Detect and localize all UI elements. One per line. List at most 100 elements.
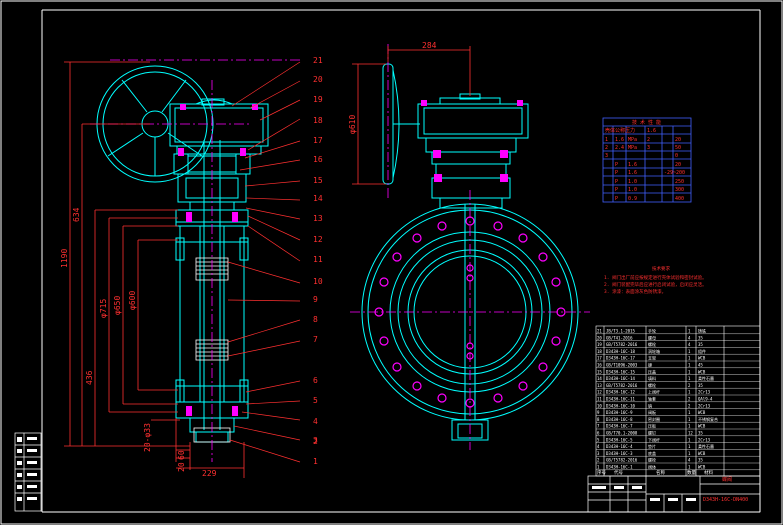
parts-cell: 手轮 (648, 328, 656, 334)
parts-cell: 45 (698, 363, 703, 368)
dim-upper-height: 634 (72, 207, 81, 222)
spec-r7c2: 1.0 (628, 187, 637, 193)
parts-cell: D343H-16C-18 (606, 349, 635, 354)
front-view[interactable] (90, 59, 300, 462)
parts-cell: 13 (597, 383, 602, 388)
spec-r2c1: 2.4 (615, 145, 624, 151)
parts-cell: 2 (688, 403, 691, 408)
parts-cell: 4 (597, 444, 600, 449)
parts-cell: 1 (688, 329, 691, 334)
parts-cell: 1 (688, 363, 691, 368)
spec-r4c1: P (615, 162, 618, 168)
parts-cell: 密封圈 (648, 416, 660, 422)
title-block[interactable]: 蝶阀 D343H-16C-DN400 (587, 475, 761, 513)
parts-cell: 轴套 (648, 396, 656, 402)
parts-cell: 1 (688, 417, 691, 422)
flange-bolt-holes (374, 216, 566, 408)
parts-cell: WCB (698, 451, 706, 456)
title-block-mark-2 (614, 486, 624, 489)
notes-line-1: 1. 阀门出厂前应按规定进行壳体试验和密封试验。 (604, 274, 707, 281)
spec-r2c5: 50 (675, 145, 681, 151)
parts-cell: D343H-16C-3 (606, 451, 633, 456)
spec-table[interactable]: 技 术 性 能 壳体 公称压力 1.6 1 1.6 MPa 2 20 2 2.4… (602, 117, 692, 203)
revision-strip (14, 432, 42, 512)
side-centerlines (350, 44, 590, 450)
parts-cell: 35 (698, 383, 703, 388)
parts-cell: 螺栓 (648, 457, 656, 463)
parts-cell: 2Cr13 (698, 403, 711, 408)
parts-cell: 1 (688, 349, 691, 354)
parts-cell: 上阀杆 (648, 389, 660, 395)
side-handwheel (382, 63, 529, 209)
spec-r7c5: 300 (675, 187, 684, 193)
technical-notes: 技术要求 1. 阀门出厂前应按规定进行壳体试验和密封试验。 2. 阀门装配完毕后… (604, 265, 707, 295)
spec-r7c1: P (615, 187, 618, 193)
parts-cell: WCB (698, 465, 706, 470)
parts-cell: WCB (698, 410, 706, 415)
spec-table-title: 技 术 性 能 (632, 119, 661, 126)
parts-header-mat: 材料 (704, 469, 713, 476)
parts-cell: D343H-16C-7 (606, 424, 633, 429)
parts-cell: 2 (688, 383, 691, 388)
dim-small-1: 60 (177, 450, 186, 460)
parts-cell: 4 (688, 342, 691, 347)
parts-cell: 螺母 (648, 334, 656, 340)
balloon-12: 12 (313, 235, 323, 244)
title-block-mark-4 (650, 498, 660, 501)
parts-cell: D343H-16C-10 (606, 403, 635, 408)
parts-cell: 3 (597, 451, 600, 456)
side-dimension-labels: 284 φ610 (348, 41, 437, 134)
spec-r8c2: 0.9 (628, 196, 637, 202)
title-block-drawing-number: D343H-16C-DN400 (703, 497, 748, 503)
dim-face-width: 229 (202, 469, 217, 478)
side-dimensions (352, 46, 471, 185)
balloon-1: 1 (313, 457, 318, 466)
parts-cell: 下阀杆 (648, 436, 660, 442)
parts-cell: GB/T70.1-2008 (606, 431, 638, 436)
parts-cell: 1 (688, 424, 691, 429)
side-bolts (421, 100, 523, 182)
balloon-9: 9 (313, 295, 318, 304)
notes-title: 技术要求 (652, 265, 670, 272)
notes-line-2: 2. 阀门装配完毕后应进行启闭试验，启闭应灵活。 (604, 281, 707, 288)
parts-cell: D343H-16C-4 (606, 444, 633, 449)
spec-r5c1: P (615, 170, 618, 176)
parts-cell: 压盖 (648, 368, 656, 374)
balloon-6: 6 (313, 376, 318, 385)
dim-bolt-circle: φ650 (113, 296, 122, 315)
parts-cell: WCB (698, 369, 706, 374)
parts-cell: 19 (597, 342, 602, 347)
balloon-5: 5 (313, 396, 318, 405)
parts-cell: GB/T1096-2003 (606, 363, 638, 368)
parts-cell: GB/T5782-2016 (606, 383, 638, 388)
parts-cell: 11 (597, 397, 602, 402)
parts-cell: D343H-16C-11 (606, 397, 635, 402)
parts-cell: 阀体 (648, 464, 656, 470)
spec-r3c5: 0 (675, 153, 678, 159)
spec-r1c3: 2 (647, 137, 650, 143)
balloon-13: 13 (313, 214, 323, 223)
parts-cell: 销 (648, 402, 652, 408)
balloon-11: 11 (313, 255, 323, 264)
parts-cell: 1 (597, 465, 600, 470)
spec-r0c1: 公称压力 (615, 127, 635, 134)
parts-cell: D343H-16C-15 (606, 369, 635, 374)
parts-cell: 组件 (698, 348, 706, 354)
title-block-mark-3 (632, 486, 642, 489)
parts-cell: 2 (688, 397, 691, 402)
spec-r0c0: 壳体 (605, 127, 615, 134)
side-view[interactable]: 284 φ610 (348, 41, 590, 450)
parts-cell: 4 (688, 335, 691, 340)
parts-cell: 35 (698, 342, 703, 347)
parts-cell: D343H-16C-5 (606, 437, 633, 442)
spec-r8c5: 400 (675, 196, 684, 202)
parts-cell: 12 (597, 390, 602, 395)
notes-line-3: 3. 涂漆：表面涂灰色防锈漆。 (604, 288, 666, 295)
parts-cell: 20 (597, 335, 602, 340)
spec-r0c2: 1.6 (647, 128, 656, 134)
balloon-15: 15 (313, 176, 323, 185)
spec-r1c5: 20 (675, 137, 681, 143)
spec-r4c5: 20 (675, 162, 681, 168)
